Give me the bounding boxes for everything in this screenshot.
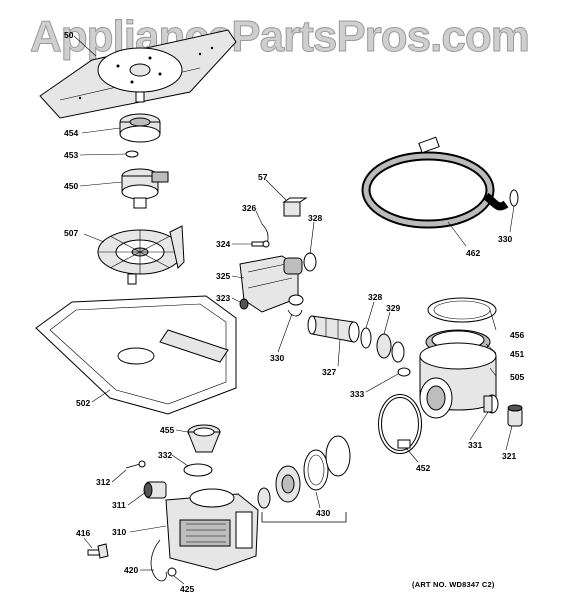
part-454 — [119, 113, 161, 143]
callout-329: 329 — [386, 303, 400, 313]
part-420 — [150, 539, 167, 582]
callout-330-hose: 330 — [498, 234, 512, 244]
callout-451: 451 — [510, 349, 524, 359]
part-462 — [361, 136, 509, 229]
callout-312: 312 — [96, 477, 110, 487]
callout-331: 331 — [468, 440, 482, 450]
callout-323: 323 — [216, 293, 230, 303]
callout-425: 425 — [180, 584, 194, 594]
callout-326: 326 — [242, 203, 256, 213]
part-311 — [143, 481, 167, 499]
part-425 — [167, 567, 177, 577]
part-450 — [121, 168, 169, 209]
callout-328-mid: 328 — [368, 292, 382, 302]
part-453 — [125, 150, 139, 158]
callout-455: 455 — [160, 425, 174, 435]
part-456 — [427, 297, 497, 323]
callout-50: 50 — [64, 30, 74, 40]
part-416 — [87, 543, 109, 559]
part-spray-arm — [39, 29, 237, 119]
part-330-hose — [509, 189, 519, 207]
part-502 — [35, 295, 237, 415]
callout-502: 502 — [76, 398, 90, 408]
callout-456: 456 — [510, 330, 524, 340]
part-455 — [187, 424, 221, 453]
callout-328-upper: 328 — [308, 213, 322, 223]
part-adapter — [391, 341, 405, 363]
callout-57: 57 — [258, 172, 268, 182]
callout-330-valve: 330 — [270, 353, 284, 363]
part-324 — [251, 240, 270, 248]
part-323 — [239, 298, 249, 310]
part-328-upper — [303, 252, 317, 272]
part-312 — [125, 460, 146, 469]
art-number: (ART NO. WD8347 C2) — [412, 580, 495, 589]
callout-332: 332 — [158, 450, 172, 460]
part-505 — [419, 342, 497, 419]
callout-452: 452 — [416, 463, 430, 473]
callout-labels: 50 454 453 450 57 326 328 324 507 325 32… — [64, 30, 524, 594]
callout-462: 462 — [466, 248, 480, 258]
part-327 — [307, 315, 360, 343]
callout-507: 507 — [64, 228, 78, 238]
callout-505: 505 — [510, 372, 524, 382]
part-332 — [183, 463, 213, 477]
callout-420: 420 — [124, 565, 138, 575]
part-430 — [257, 435, 351, 523]
callout-324: 324 — [216, 239, 230, 249]
part-331 — [483, 394, 499, 414]
part-328-mid — [360, 327, 372, 349]
callout-430: 430 — [316, 508, 330, 518]
part-329 — [376, 333, 392, 359]
callout-327: 327 — [322, 367, 336, 377]
callout-416: 416 — [76, 528, 90, 538]
part-330-valve — [287, 309, 303, 317]
callout-450: 450 — [64, 181, 78, 191]
callout-311: 311 — [112, 500, 126, 510]
callout-454: 454 — [64, 128, 78, 138]
part-321 — [507, 404, 523, 427]
callout-333: 333 — [350, 389, 364, 399]
callout-325: 325 — [216, 271, 230, 281]
callout-453: 453 — [64, 150, 78, 160]
part-310 — [165, 488, 259, 571]
part-507 — [97, 225, 185, 285]
part-452 — [378, 394, 422, 454]
callout-310: 310 — [112, 527, 126, 537]
leader-lines — [73, 35, 515, 585]
callout-321: 321 — [502, 451, 516, 461]
part-325 — [239, 255, 304, 313]
part-333 — [397, 367, 411, 377]
part-57 — [282, 197, 308, 217]
